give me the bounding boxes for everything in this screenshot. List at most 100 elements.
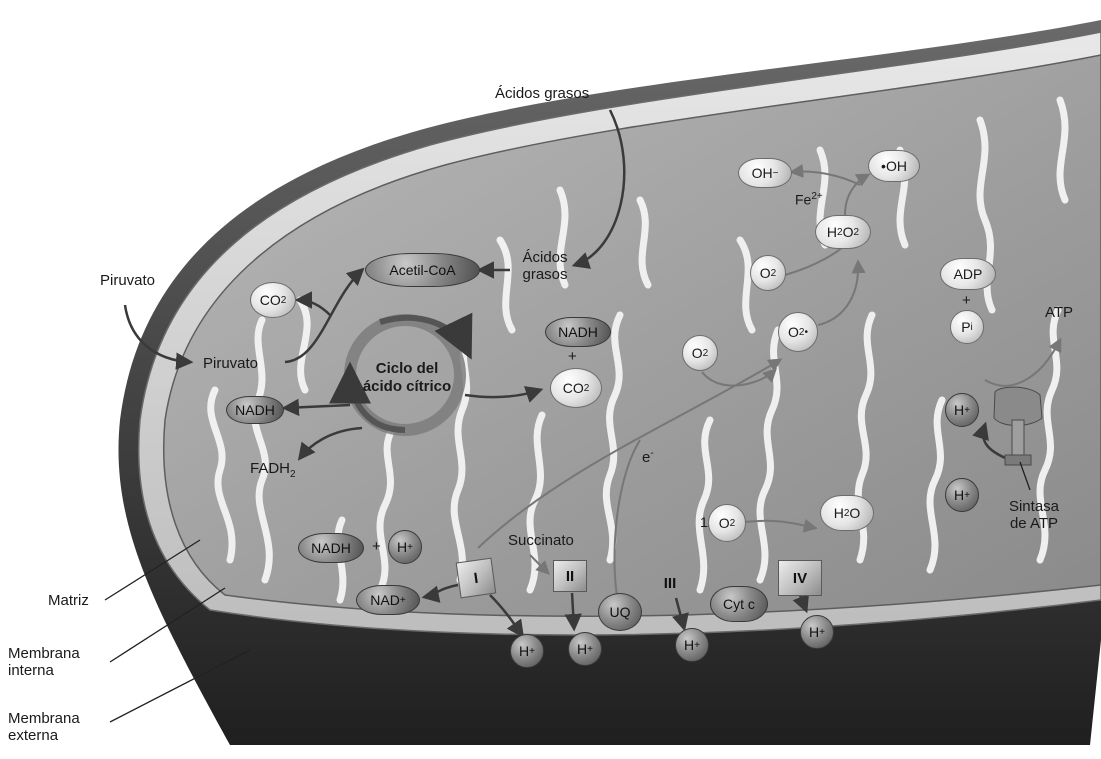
nad-plus-molecule: NAD+ — [356, 585, 420, 615]
ubiquinone-molecule: UQ — [598, 593, 642, 631]
label-fe2: Fe2+ — [795, 188, 823, 209]
complex-III: III — [652, 568, 688, 598]
h-plus-nadh-molecule: H+ — [388, 530, 422, 564]
complex-I: I — [456, 558, 497, 599]
pi-sub: i — [971, 322, 973, 333]
label-sintasa: Sintasa de ATP — [992, 498, 1076, 532]
label-succinato: Succinato — [508, 532, 574, 549]
h2o2-sub2: 2 — [854, 227, 860, 238]
label-electron: e- — [642, 445, 654, 466]
h-III-text: H — [684, 637, 694, 653]
fe-sup: 2+ — [811, 191, 822, 202]
h-plus-complex-II: H+ — [568, 632, 602, 666]
membrana-interna-2: interna — [8, 662, 80, 679]
hydroxide-sup: − — [773, 168, 779, 179]
cytochrome-c-molecule: Cyt c — [710, 586, 768, 622]
h-IV-sup: + — [819, 627, 825, 638]
h-plus-synthase-bottom: H+ — [945, 478, 979, 512]
o2-upper-text: O — [760, 265, 771, 281]
label-acidos-grasos-inner-2: grasos — [510, 266, 580, 283]
h-II-sup: + — [587, 644, 593, 655]
o2-middle-molecule: O2 — [682, 335, 718, 371]
co2-left-sub: 2 — [281, 295, 287, 306]
h2o2-h: H — [827, 224, 837, 240]
h-synth-bottom-text: H — [954, 487, 964, 503]
sintasa-2: de ATP — [992, 515, 1076, 532]
pi-text: P — [961, 319, 970, 335]
electron-sup: - — [650, 448, 653, 459]
fe-text: Fe — [795, 192, 811, 208]
label-acidos-grasos-inner: Ácidos grasos — [510, 249, 580, 283]
plus-nadh-co2: + — [568, 348, 577, 365]
hydroxide-text: OH — [752, 165, 773, 181]
label-piruvato-outside: Piruvato — [100, 272, 155, 289]
h-plus-synthase-top: H+ — [945, 393, 979, 427]
o2-half-sub: 2 — [730, 518, 736, 529]
nadh-bottom-molecule: NADH — [298, 533, 364, 563]
co2-right-sub: 2 — [584, 383, 590, 394]
h-bottom-sup: + — [407, 542, 413, 553]
nad-plus-sup: + — [400, 595, 406, 606]
h-bottom-text: H — [397, 539, 407, 555]
h-plus-complex-III: H+ — [675, 628, 709, 662]
h-synth-top-sup: + — [964, 405, 970, 416]
o2-middle-sub: 2 — [703, 348, 709, 359]
h-synth-bottom-sup: + — [964, 490, 970, 501]
membrana-interna-1: Membrana — [8, 645, 80, 662]
acetyl-coa-molecule: Acetil-CoA — [365, 253, 480, 287]
adp-molecule: ADP — [940, 258, 996, 290]
label-piruvato-inside: Piruvato — [203, 355, 258, 372]
citric-acid-cycle-label: Ciclo del ácido cítrico — [352, 360, 462, 396]
nad-plus-text: NAD — [370, 592, 400, 608]
label-fadh2: FADH2 — [250, 460, 296, 483]
h2o-h: H — [834, 505, 844, 521]
sintasa-1: Sintasa — [992, 498, 1076, 515]
hydroxyl-radical-molecule: •OH — [868, 150, 920, 182]
o2-upper-molecule: O2 — [750, 255, 786, 291]
membrana-externa-1: Membrana — [8, 710, 80, 727]
citric-cycle-label-1: Ciclo del — [352, 360, 462, 378]
fadh2-sub: 2 — [290, 469, 296, 480]
h-plus-complex-IV: H+ — [800, 615, 834, 649]
superoxide-sup: • — [804, 327, 808, 338]
h2o2-o: O — [843, 224, 854, 240]
label-acidos-grasos-inner-1: Ácidos — [510, 249, 580, 266]
h-plus-complex-I: H+ — [510, 634, 544, 668]
citric-cycle-label-2: ácido cítrico — [352, 378, 462, 396]
h-synth-top-text: H — [954, 402, 964, 418]
label-atp: ATP — [1045, 304, 1073, 321]
h-I-sup: + — [529, 646, 535, 657]
h-II-text: H — [577, 641, 587, 657]
complex-IV: IV — [778, 560, 822, 596]
co2-right-text: CO — [563, 380, 584, 396]
nadh-right-molecule: NADH — [545, 317, 611, 347]
label-membrana-interna: Membrana interna — [8, 645, 80, 679]
label-matriz: Matriz — [48, 592, 89, 609]
label-acidos-grasos-top: Ácidos grasos — [495, 85, 589, 102]
superoxide-molecule: O2• — [778, 312, 818, 352]
h-III-sup: + — [694, 640, 700, 651]
complex-II: II — [553, 560, 587, 592]
nadh-left-molecule: NADH — [226, 396, 284, 424]
o2-middle-text: O — [692, 345, 703, 361]
o2-half-text: O — [719, 515, 730, 531]
superoxide-text: O — [788, 324, 799, 340]
h-I-text: H — [519, 643, 529, 659]
hydroxide-molecule: OH− — [738, 158, 792, 188]
plus-nadh-h: + — [372, 538, 381, 555]
fadh2-text: FADH — [250, 460, 290, 477]
co2-left-text: CO — [260, 292, 281, 308]
label-membrana-externa: Membrana externa — [8, 710, 80, 744]
h-IV-text: H — [809, 624, 819, 640]
h2o-o: O — [849, 505, 860, 521]
o2-upper-sub: 2 — [771, 268, 777, 279]
plus-adp-pi: + — [962, 292, 971, 309]
membrana-externa-2: externa — [8, 727, 80, 744]
